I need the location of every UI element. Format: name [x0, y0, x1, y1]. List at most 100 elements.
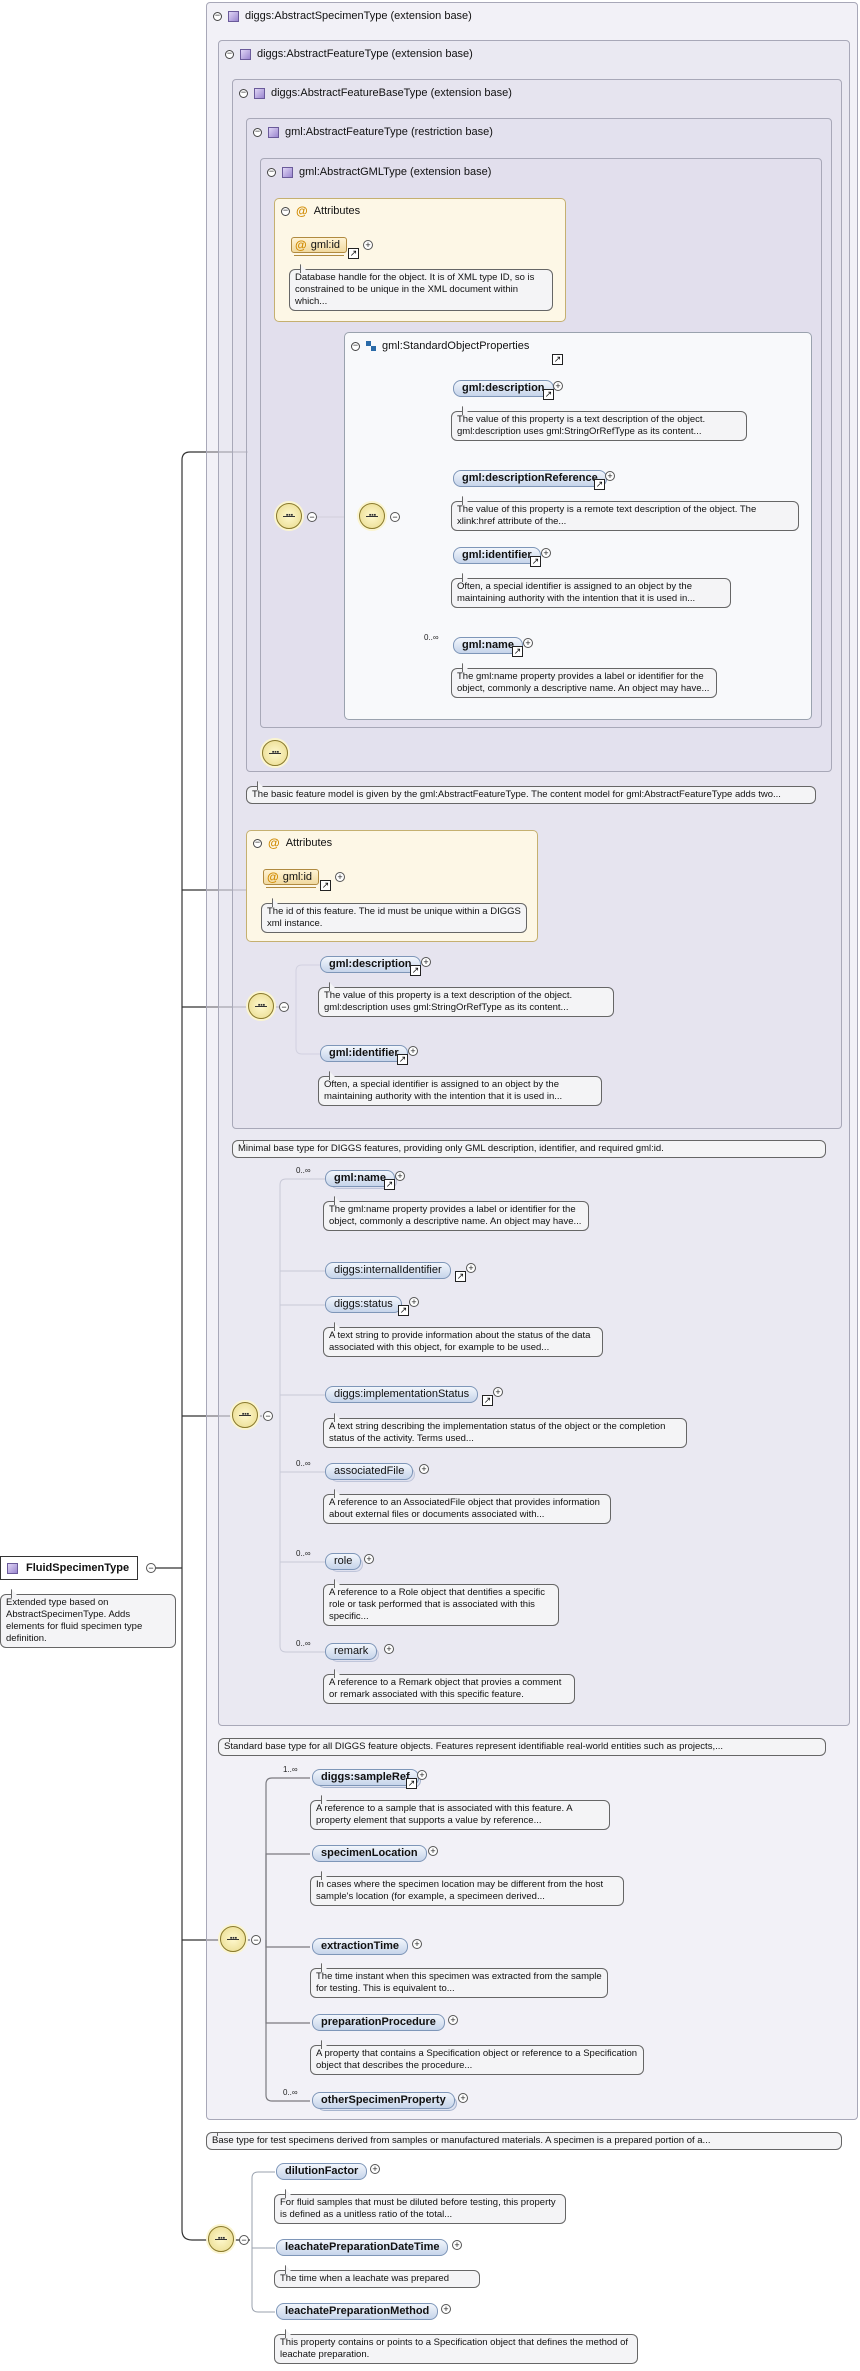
reference-arrow-icon[interactable]: ↗: [594, 479, 605, 490]
collapse-icon[interactable]: [351, 341, 360, 351]
element-gml-description[interactable]: gml:description: [320, 956, 421, 973]
element-diggs-status[interactable]: diggs:status: [325, 1296, 402, 1313]
reference-arrow-icon[interactable]: ↗: [320, 880, 331, 891]
expand-icon[interactable]: +: [553, 381, 563, 391]
specimen-type-header: diggs:AbstractSpecimenType (extension ba…: [213, 8, 472, 24]
reference-arrow-icon[interactable]: ↗: [398, 1305, 409, 1316]
expand-icon[interactable]: +: [384, 1644, 394, 1654]
expand-icon[interactable]: +: [335, 872, 345, 882]
reference-arrow-icon[interactable]: ↗: [543, 389, 554, 400]
element-leachate-preparation-date-time[interactable]: leachatePreparationDateTime: [276, 2239, 449, 2256]
element-dilution-factor[interactable]: dilutionFactor: [276, 2163, 368, 2180]
feature-type-doc: Standard base type for all DIGGS feature…: [218, 1738, 826, 1756]
collapse-icon[interactable]: [225, 49, 234, 59]
collapse-icon[interactable]: [213, 11, 222, 21]
expand-icon[interactable]: +: [421, 957, 431, 967]
element-diggs-implementation-status[interactable]: diggs:implementationStatus: [325, 1386, 479, 1403]
expand-icon[interactable]: +: [541, 548, 551, 558]
gml-id-attribute[interactable]: @ gml:id: [263, 869, 320, 888]
element-role[interactable]: role: [325, 1553, 364, 1572]
element-gml-identifier[interactable]: gml:identifier: [320, 1045, 408, 1062]
sequence-compositor-icon[interactable]: [276, 503, 302, 529]
collapse-icon[interactable]: [253, 127, 262, 137]
element-remark[interactable]: remark: [325, 1643, 380, 1662]
gml-id-attribute[interactable]: @ gml:id: [291, 237, 348, 256]
element-diggs-sample-ref[interactable]: diggs:sampleRef: [312, 1769, 421, 1788]
sequence-compositor-icon[interactable]: [208, 2226, 234, 2252]
expand-icon[interactable]: +: [364, 1554, 374, 1564]
expand-icon[interactable]: +: [363, 240, 373, 250]
specimen-type-doc: Base type for test specimens derived fro…: [206, 2132, 842, 2150]
expand-icon[interactable]: +: [409, 1297, 419, 1307]
sequence-compositor-icon[interactable]: [359, 503, 385, 529]
reference-arrow-icon[interactable]: ↗: [552, 354, 563, 365]
element-gml-description-reference[interactable]: gml:descriptionReference: [453, 470, 607, 487]
expand-icon[interactable]: +: [493, 1387, 503, 1397]
collapse-icon[interactable]: [253, 838, 262, 848]
collapse-icon[interactable]: −: [239, 2235, 249, 2245]
expand-icon[interactable]: +: [441, 2304, 451, 2314]
reference-arrow-icon[interactable]: ↗: [512, 646, 523, 657]
element-doc: A text string describing the implementat…: [323, 1418, 687, 1448]
element-doc: A reference to a sample that is associat…: [310, 1800, 610, 1830]
collapse-icon[interactable]: −: [251, 1935, 261, 1945]
sequence-compositor-icon[interactable]: [248, 993, 274, 1019]
complex-type-icon: [282, 166, 293, 178]
expand-icon[interactable]: +: [448, 2015, 458, 2025]
expand-icon[interactable]: +: [523, 638, 533, 648]
element-gml-name[interactable]: gml:name: [325, 1170, 397, 1189]
specimen-type-title: diggs:AbstractSpecimenType (extension ba…: [245, 10, 472, 22]
cardinality-label: 0..∞: [296, 1166, 311, 1175]
collapse-icon[interactable]: −: [263, 1411, 273, 1421]
element-doc: This property contains or points to a Sp…: [274, 2334, 638, 2364]
reference-arrow-icon[interactable]: ↗: [410, 965, 421, 976]
element-preparation-procedure[interactable]: preparationProcedure: [312, 2014, 445, 2031]
cardinality-label: 0..∞: [424, 633, 439, 642]
element-doc: The value of this property is a remote t…: [451, 501, 799, 531]
expand-icon[interactable]: +: [370, 2164, 380, 2174]
element-extraction-time[interactable]: extractionTime: [312, 1938, 409, 1955]
reference-arrow-icon[interactable]: ↗: [397, 1054, 408, 1065]
collapse-icon[interactable]: [239, 88, 248, 98]
element-diggs-internal-identifier[interactable]: diggs:internalIdentifier: [325, 1262, 451, 1279]
expand-icon[interactable]: +: [408, 1046, 418, 1056]
element-associated-file[interactable]: associatedFile: [325, 1463, 416, 1482]
expand-icon[interactable]: +: [412, 1939, 422, 1949]
attribute-icon: @: [268, 836, 280, 850]
reference-arrow-icon[interactable]: ↗: [406, 1778, 417, 1789]
fluid-specimen-type-root[interactable]: FluidSpecimenType: [0, 1556, 139, 1580]
expand-icon[interactable]: +: [395, 1171, 405, 1181]
sequence-compositor-icon[interactable]: [220, 1926, 246, 1952]
reference-arrow-icon[interactable]: ↗: [384, 1179, 395, 1190]
expand-icon[interactable]: +: [417, 1770, 427, 1780]
element-gml-name[interactable]: gml:name: [453, 637, 525, 656]
element-gml-identifier[interactable]: gml:identifier: [453, 547, 541, 564]
element-other-specimen-property[interactable]: otherSpecimenProperty: [312, 2092, 457, 2111]
reference-arrow-icon[interactable]: ↗: [455, 1271, 466, 1282]
expand-icon[interactable]: +: [428, 1846, 438, 1856]
collapse-icon[interactable]: −: [146, 1563, 156, 1573]
collapse-icon[interactable]: −: [390, 512, 400, 522]
cardinality-label: 0..∞: [283, 2088, 298, 2097]
reference-arrow-icon[interactable]: ↗: [530, 556, 541, 567]
expand-icon[interactable]: +: [419, 1464, 429, 1474]
collapse-icon[interactable]: −: [279, 1002, 289, 1012]
sequence-compositor-icon[interactable]: [232, 1402, 258, 1428]
expand-icon[interactable]: +: [466, 1263, 476, 1273]
sequence-compositor-icon[interactable]: [262, 740, 288, 766]
complex-type-icon: [228, 10, 239, 22]
collapse-icon[interactable]: −: [307, 512, 317, 522]
expand-icon[interactable]: +: [452, 2240, 462, 2250]
collapse-icon[interactable]: [281, 206, 290, 216]
reference-arrow-icon[interactable]: ↗: [482, 1395, 493, 1406]
element-gml-description[interactable]: gml:description: [453, 380, 554, 397]
element-specimen-location[interactable]: specimenLocation: [312, 1845, 427, 1862]
element-doc: A reference to a Role object that dentif…: [323, 1584, 559, 1626]
element-doc: The time instant when this specimen was …: [310, 1968, 608, 1998]
collapse-icon[interactable]: [267, 167, 276, 177]
cardinality-label: 0..∞: [296, 1549, 311, 1558]
reference-arrow-icon[interactable]: ↗: [348, 248, 359, 259]
element-leachate-preparation-method[interactable]: leachatePreparationMethod: [276, 2303, 439, 2320]
expand-icon[interactable]: +: [605, 471, 615, 481]
expand-icon[interactable]: +: [458, 2093, 468, 2103]
